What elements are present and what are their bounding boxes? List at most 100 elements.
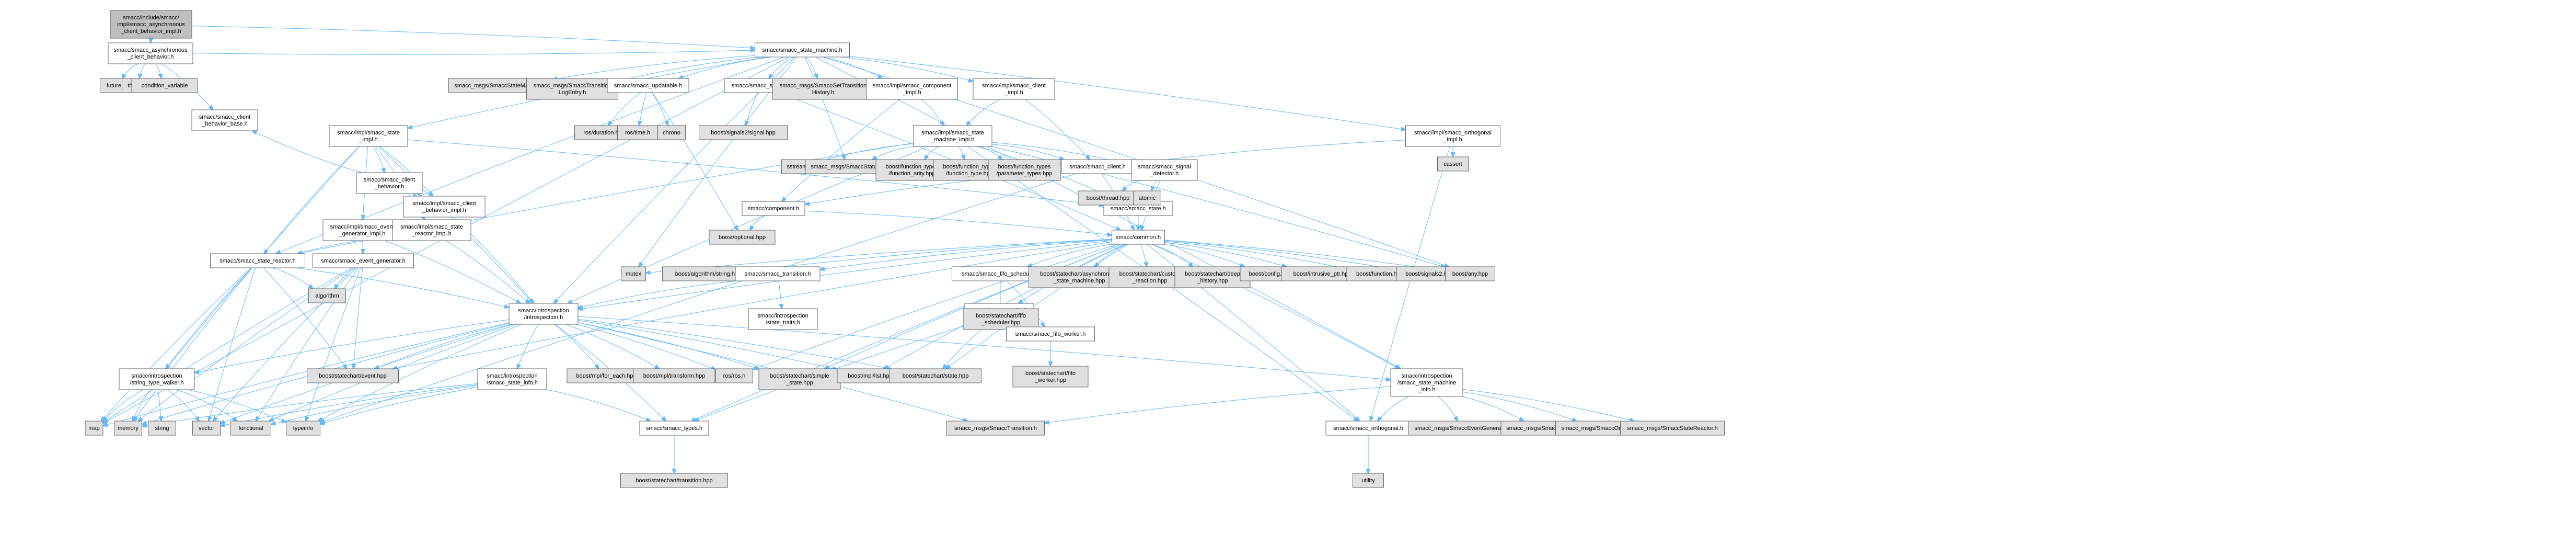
node-box <box>963 308 1039 330</box>
node-box <box>313 253 414 268</box>
node-compimpl[interactable]: smacc/impl/smacc_component_impl.h <box>866 78 958 100</box>
node-client[interactable]: smacc/smacc_client.h <box>1061 159 1134 174</box>
node-cbimpl[interactable]: smacc/impl/smacc_client_behavior_impl.h <box>403 196 486 218</box>
node-box <box>890 368 981 383</box>
node-component[interactable]: smacc/component.h <box>742 201 805 216</box>
node-box <box>1620 421 1725 436</box>
node-simpl[interactable]: smacc/impl/smacc_state_impl.h <box>329 125 408 147</box>
node-layer: smacc/include/smacc/impl/smacc_asynchron… <box>85 10 1725 488</box>
node-box <box>1408 421 1519 436</box>
edge-ssr-to-bsc_event <box>263 267 347 369</box>
node-label: _impl.h <box>1443 137 1462 143</box>
node-map: map <box>85 421 103 436</box>
edge-evgen-to-intro <box>385 240 521 303</box>
node-utility: utility <box>1353 473 1384 488</box>
edge-sigdet-to-bthread <box>1122 180 1143 191</box>
edge-common-to-bfunc <box>1164 241 1347 269</box>
node-smimpl[interactable]: smacc/impl/smacc_state_machine_impl.h <box>913 125 992 147</box>
node-ssr[interactable]: smacc/smacc_state_reactor.h <box>210 253 305 268</box>
node-box <box>567 368 646 383</box>
edge-stw-to-map <box>103 389 144 421</box>
node-stw[interactable]: smacc/introspection/string_type_walker.h <box>119 368 195 390</box>
node-evgen[interactable]: smacc/impl/smacc_event_generator_impl.h <box>322 219 402 241</box>
node-ssi[interactable]: smacc/introspection/smacc_state_info.h <box>477 368 547 390</box>
node-trans[interactable]: smacc/smacc_transition.h <box>735 266 821 281</box>
node-cbh[interactable]: smacc/smacc_client_behavior.h <box>356 172 423 194</box>
node-box <box>866 78 958 100</box>
node-srimpl[interactable]: smacc/impl/smacc_state_reactor_impl.h <box>392 219 471 241</box>
node-label: /function_type.hpp <box>946 171 993 177</box>
edge-upd-to-bopt <box>652 92 737 230</box>
edge-upd-to-ros_time <box>639 92 647 126</box>
edge-acb-to-thread <box>139 63 146 78</box>
node-acb[interactable]: smacc/smacc_asynchronous_client_behavior… <box>108 42 193 64</box>
node-vector: vector <box>192 421 221 436</box>
edge-intro-to-ros_ros <box>575 324 716 370</box>
node-label: future <box>107 83 121 89</box>
node-stt[interactable]: smacc/introspection/state_traits.h <box>748 308 818 330</box>
node-label: boost/optional.hpp <box>719 234 766 241</box>
node-cbbase[interactable]: smacc/smacc_client_behavior_base.h <box>191 109 258 131</box>
edge-smimpl-to-msg_st <box>872 146 917 160</box>
node-label: _generator_impl.h <box>339 231 386 237</box>
edge-intro-to-mpl_list <box>577 320 837 370</box>
node-seg[interactable]: smacc/smacc_event_generator.h <box>313 253 414 268</box>
edge-root-to-sm <box>191 26 755 48</box>
node-label: atomic <box>1139 195 1156 201</box>
node-fifow[interactable]: smacc/smacc_fifo_worker.h <box>1006 326 1095 342</box>
node-bsc_trans: boost/statechart/transition.hpp <box>620 473 728 488</box>
node-label: _behavior.h <box>374 184 405 190</box>
node-label: ros/ros.h <box>723 373 746 379</box>
node-label: smacc/smacc_fifo_worker.h <box>1015 331 1085 337</box>
node-ismi[interactable]: smacc/introspection/smacc_state_machine_… <box>1390 368 1463 397</box>
node-bthread: boost/thread.hpp <box>1078 190 1138 206</box>
node-box <box>973 78 1055 100</box>
node-intro[interactable]: smacc/introspection/introspection.h <box>509 303 579 325</box>
node-label: smacc/introspection <box>757 313 808 319</box>
node-box <box>114 421 142 436</box>
node-sigdet[interactable]: smacc/smacc_signal_detector.h <box>1131 159 1198 181</box>
node-label: smacc/smacc_state_machine.h <box>762 47 842 53</box>
node-label: chrono <box>663 130 680 136</box>
node-label: boost/intrusive_ptr.hpp <box>1293 271 1351 277</box>
node-climpl[interactable]: smacc/impl/smacc_client_impl.h <box>973 78 1055 100</box>
node-label: smacc/smacc_state_reactor.h <box>220 258 296 264</box>
edge-fifos-to-fifow <box>1006 280 1045 327</box>
node-box <box>307 368 399 383</box>
edge-common-to-bany <box>1164 240 1446 271</box>
edge-ssi-to-functional <box>271 385 478 424</box>
edge-defev-to-bsc_state <box>943 324 989 369</box>
node-upd[interactable]: smacc/smacc_updatable.h <box>607 78 689 93</box>
node-label: /string_type_walker.h <box>130 380 183 386</box>
node-orthimpl[interactable]: smacc/impl/smacc_orthogonal_impl.h <box>1405 125 1500 147</box>
edge-stw-to-memory <box>132 389 151 421</box>
edge-common-to-bintr <box>1164 242 1287 267</box>
edge-sm-to-compimpl <box>822 56 883 78</box>
node-label: smacc/impl/smacc_client <box>412 200 476 207</box>
node-box <box>1325 421 1411 436</box>
edge-component-to-bopt <box>750 215 766 230</box>
node-label: /function_arity.hpp <box>888 171 935 177</box>
node-sm[interactable]: smacc/smacc_state_machine.h <box>755 42 850 58</box>
node-orth[interactable]: smacc/smacc_orthogonal.h <box>1325 421 1411 436</box>
node-box <box>131 78 198 93</box>
node-mutex: mutex <box>621 266 646 281</box>
node-label: LogEntry.h <box>559 89 586 96</box>
node-condvar: condition_variable <box>131 78 198 93</box>
node-label: smacc/impl/smacc_state <box>921 130 984 136</box>
node-label: boost/signals2.hpp <box>1405 271 1453 277</box>
node-label: smacc/impl/smacc_event <box>330 224 395 230</box>
node-box <box>308 288 346 303</box>
node-label: smacc_msgs/SmaccEventGenerator.h <box>1414 425 1512 432</box>
node-types[interactable]: smacc/smacc_types.h <box>639 421 709 436</box>
node-common[interactable]: smacc/common.h <box>1112 230 1165 245</box>
node-label: boost/any.hpp <box>1452 271 1488 277</box>
node-box <box>509 303 579 325</box>
edge-smimpl-to-client <box>991 144 1064 160</box>
node-root[interactable]: smacc/include/smacc/impl/smacc_asynchron… <box>110 10 192 39</box>
node-label: algorithm <box>315 293 339 299</box>
node-label: smacc_msgs/SmaccStatus.h <box>811 164 884 170</box>
